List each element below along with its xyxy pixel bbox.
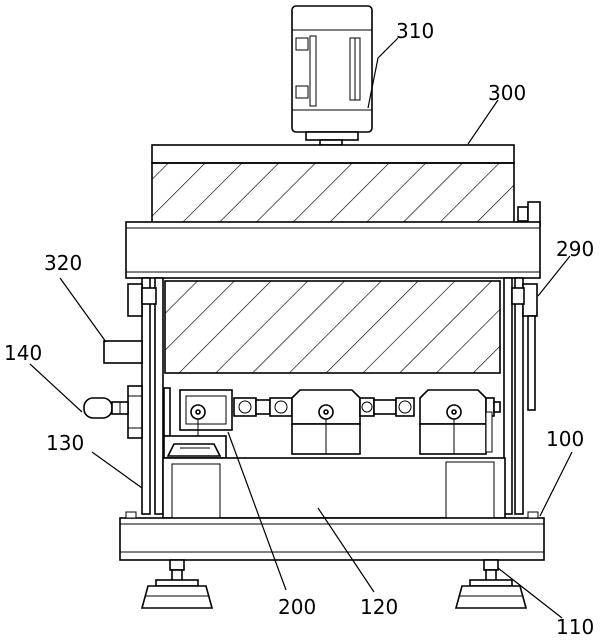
base-frame bbox=[119, 511, 545, 561]
cross-beam bbox=[125, 221, 541, 279]
label-120: 120 bbox=[360, 595, 398, 619]
label-290: 290 bbox=[556, 237, 594, 261]
label-310: 310 bbox=[396, 19, 434, 43]
side-handle bbox=[103, 340, 143, 364]
label-140: 140 bbox=[4, 341, 42, 365]
top-box bbox=[151, 144, 515, 224]
lower-box bbox=[164, 280, 501, 374]
label-320: 320 bbox=[44, 251, 82, 275]
label-300: 300 bbox=[488, 81, 526, 105]
right-brackets bbox=[511, 283, 538, 411]
inner-frame bbox=[162, 457, 506, 519]
label-100: 100 bbox=[546, 427, 584, 451]
knob bbox=[83, 397, 129, 419]
left-brackets bbox=[127, 283, 157, 317]
reference-labels: 310 300 290 320 140 130 100 200 120 110 bbox=[4, 19, 594, 639]
leader-lines bbox=[29, 37, 573, 619]
pump-units bbox=[163, 387, 501, 455]
left-housing bbox=[127, 385, 143, 439]
label-200: 200 bbox=[278, 595, 316, 619]
label-110: 110 bbox=[556, 615, 594, 639]
label-130: 130 bbox=[46, 431, 84, 455]
leveling-feet bbox=[140, 559, 528, 609]
motor bbox=[291, 5, 373, 146]
